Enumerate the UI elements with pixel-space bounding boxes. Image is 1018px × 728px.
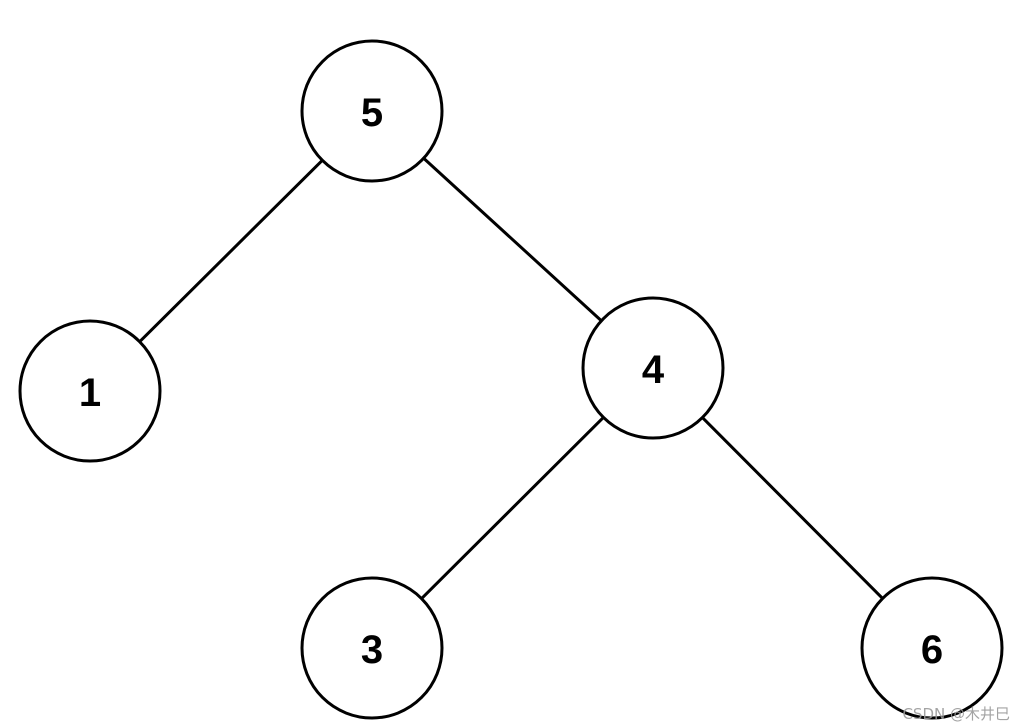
edge-n4-n6: [701, 416, 884, 600]
watermark-text: CSDN @木井巳: [902, 705, 1010, 723]
node-label: 4: [642, 348, 665, 392]
node-circle: [581, 296, 725, 440]
tree-node-1: 1: [18, 319, 162, 463]
node-circle: [18, 319, 162, 463]
edge-n5-n4: [422, 157, 603, 322]
tree-nodes: 5 1 4 3 6: [18, 39, 1004, 720]
node-circle: [300, 39, 444, 183]
tree-node-4: 4: [581, 296, 725, 440]
tree-node-5: 5: [300, 39, 444, 183]
node-label: 5: [361, 91, 383, 135]
tree-node-6: 6: [860, 576, 1004, 720]
edge-n4-n3: [420, 416, 605, 600]
edge-n5-n1: [138, 159, 324, 343]
node-label: 3: [361, 628, 383, 672]
node-label: 1: [79, 371, 101, 415]
tree-node-3: 3: [300, 576, 444, 720]
node-circle: [860, 576, 1004, 720]
node-label: 6: [921, 628, 943, 672]
node-circle: [300, 576, 444, 720]
tree-edges: [138, 157, 884, 600]
